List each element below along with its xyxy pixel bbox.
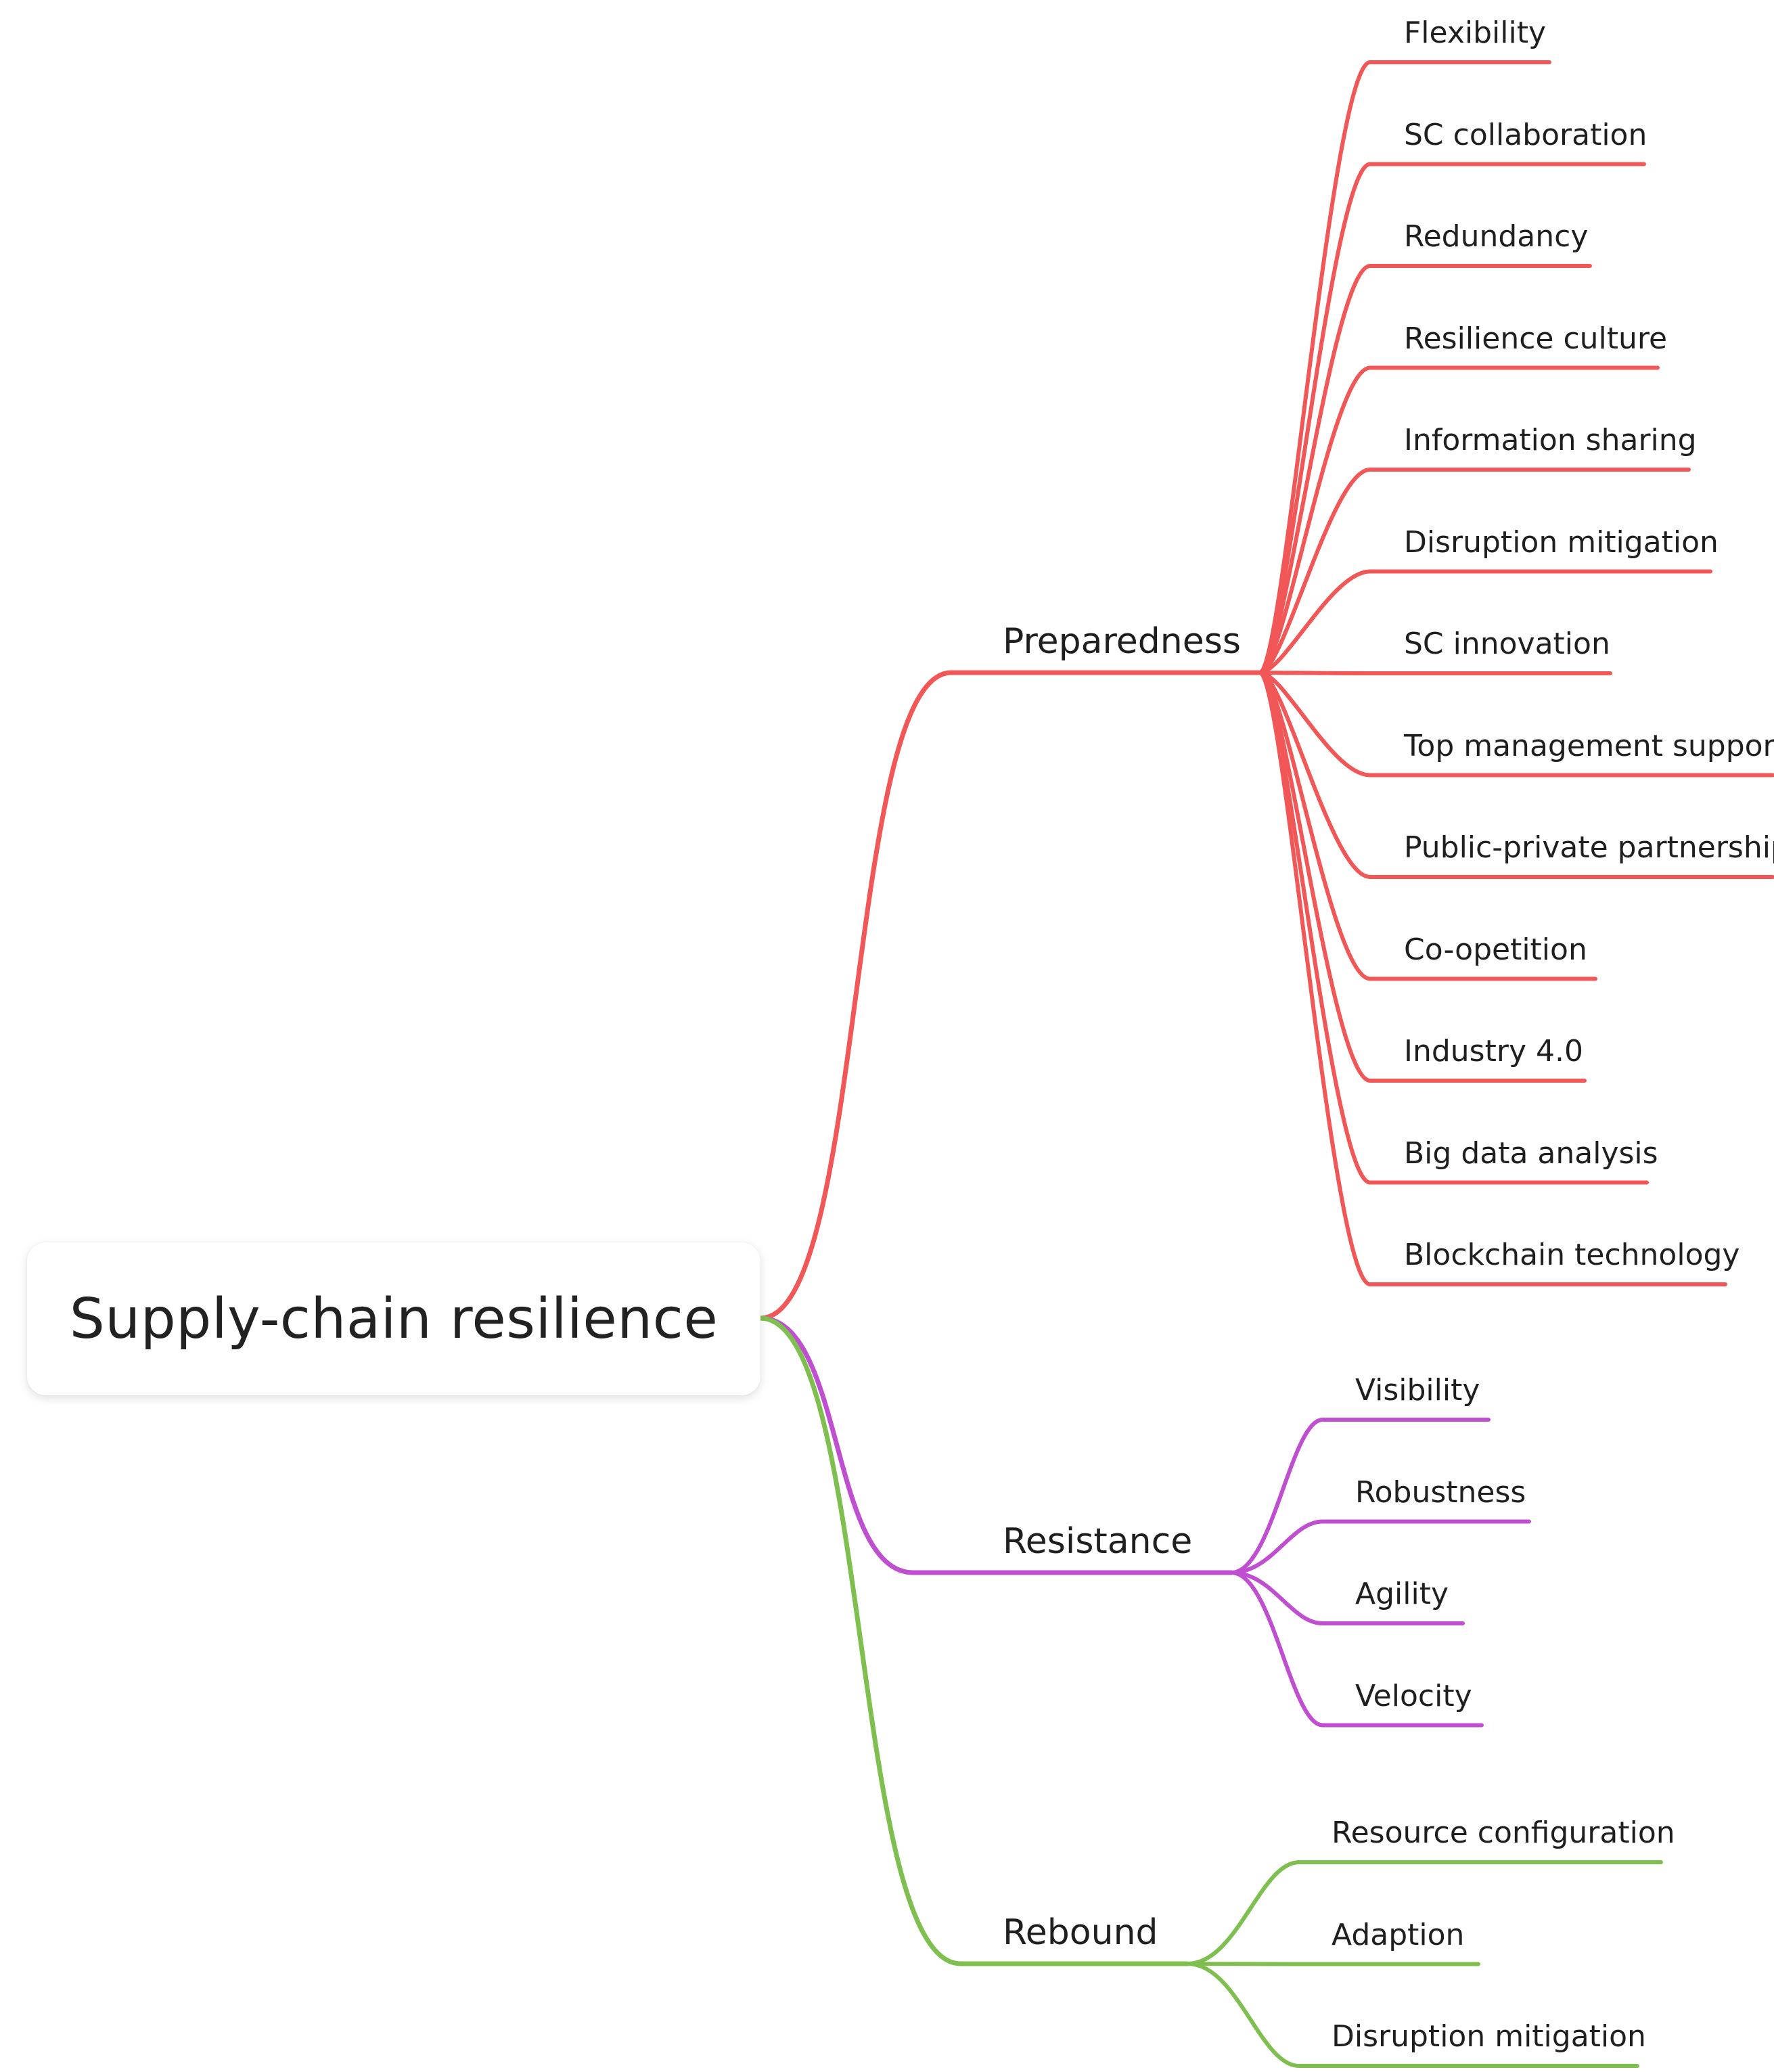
branch-label-preparedness[interactable]: Preparedness [1003, 621, 1241, 662]
leaf-label-resistance-3[interactable]: Velocity [1355, 1678, 1472, 1713]
leaf-label-preparedness-0[interactable]: Flexibility [1404, 16, 1546, 50]
leaf-connector-resistance-0 [1229, 1418, 1491, 1575]
leaf-label-preparedness-10[interactable]: Industry 4.0 [1404, 1034, 1583, 1068]
root-node-label: Supply-chain resilience [69, 1286, 719, 1351]
leaf-label-preparedness-1[interactable]: SC collaboration [1404, 117, 1647, 152]
leaf-label-preparedness-5[interactable]: Disruption mitigation [1404, 524, 1719, 560]
branch-label-rebound[interactable]: Rebound [1003, 1912, 1158, 1953]
leaf-label-rebound-1[interactable]: Adaption [1332, 1917, 1465, 1952]
leaf-connector-preparedness-3 [1258, 365, 1660, 675]
leaf-label-preparedness-2[interactable]: Redundancy [1404, 219, 1589, 254]
leaf-connector-preparedness-7 [1258, 671, 1774, 778]
leaf-connector-preparedness-5 [1258, 569, 1712, 675]
branch-connector-preparedness [758, 670, 1263, 1321]
leaf-label-preparedness-3[interactable]: Resilience culture [1404, 321, 1668, 356]
leaf-label-rebound-2[interactable]: Disruption mitigation [1332, 2019, 1646, 2054]
leaf-label-preparedness-6[interactable]: SC innovation [1404, 627, 1610, 661]
branch-connector-rebound [758, 1315, 1190, 1966]
leaf-label-preparedness-8[interactable]: Public-private partnership [1404, 830, 1774, 865]
leaf-label-preparedness-12[interactable]: Blockchain technology [1404, 1238, 1740, 1272]
leaf-label-preparedness-11[interactable]: Big data analysis [1404, 1135, 1658, 1171]
leaf-connector-resistance-1 [1229, 1519, 1531, 1575]
leaf-connector-preparedness-12 [1258, 671, 1727, 1286]
leaf-connector-resistance-2 [1229, 1571, 1465, 1625]
leaf-connector-preparedness-2 [1258, 264, 1592, 675]
branch-connector-resistance [758, 1315, 1234, 1575]
leaf-connector-rebound-2 [1185, 1962, 1639, 2068]
leaf-connector-preparedness-4 [1258, 468, 1691, 675]
leaf-label-resistance-0[interactable]: Visibility [1355, 1373, 1480, 1407]
leaf-label-resistance-1[interactable]: Robustness [1355, 1474, 1526, 1510]
leaf-label-preparedness-7[interactable]: Top management support [1404, 728, 1774, 763]
leaf-connector-resistance-3 [1229, 1571, 1484, 1728]
leaf-connector-preparedness-8 [1258, 671, 1774, 879]
leaf-label-rebound-0[interactable]: Resource configuration [1332, 1816, 1675, 1850]
branch-label-resistance[interactable]: Resistance [1003, 1521, 1193, 1562]
leaf-label-preparedness-9[interactable]: Co-opetition [1404, 932, 1587, 967]
leaf-label-preparedness-4[interactable]: Information sharing [1404, 423, 1697, 457]
root-node[interactable]: Supply-chain resilience [27, 1242, 760, 1395]
leaf-connector-rebound-0 [1185, 1860, 1663, 1966]
leaf-label-resistance-2[interactable]: Agility [1355, 1577, 1449, 1611]
